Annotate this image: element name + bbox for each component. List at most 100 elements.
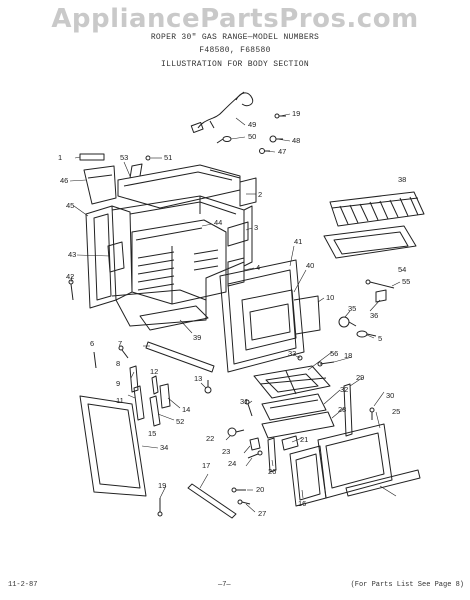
callout-12: 12 bbox=[150, 367, 158, 376]
part-45-oven-liner bbox=[131, 219, 227, 305]
callout-32: 32 bbox=[340, 385, 348, 394]
part-51-burner-box-top bbox=[117, 163, 241, 209]
callout-39: 39 bbox=[193, 333, 201, 342]
callout-29: 29 bbox=[356, 373, 364, 382]
part-27-kick-plate bbox=[345, 469, 421, 497]
footer-date: 11-2-87 bbox=[8, 581, 38, 589]
part-18-screw bbox=[244, 399, 253, 417]
callout-35: 35 bbox=[348, 304, 356, 313]
callout-54: 54 bbox=[398, 265, 406, 274]
part-36-knob bbox=[338, 316, 357, 328]
part-46-bracket bbox=[209, 169, 257, 207]
part-40-handle bbox=[293, 295, 321, 335]
part-50-orifice bbox=[216, 136, 232, 144]
part-10-bottom-panel bbox=[139, 305, 209, 331]
part-25-bracket bbox=[281, 435, 299, 451]
part-47-screw bbox=[259, 148, 270, 154]
callout-22: 22 bbox=[206, 434, 214, 443]
callout-15: 15 bbox=[148, 429, 156, 438]
callout-42: 42 bbox=[66, 272, 74, 281]
callout-27: 27 bbox=[258, 509, 266, 518]
part-48-fitting bbox=[269, 135, 283, 143]
callout-36: 36 bbox=[370, 311, 378, 320]
callout-10: 10 bbox=[326, 293, 334, 302]
callout-23: 23 bbox=[222, 447, 230, 456]
callout-30: 30 bbox=[386, 391, 394, 400]
callout-38: 38 bbox=[398, 175, 406, 184]
part-38-broiler-pan bbox=[323, 225, 417, 259]
part-24-arm bbox=[267, 437, 277, 473]
leader-lines bbox=[69, 113, 401, 513]
callout-55: 55 bbox=[402, 277, 410, 286]
part-33-broiler-burner bbox=[253, 365, 331, 399]
part-8-hinge-link bbox=[133, 385, 145, 421]
part-41-door-liner bbox=[241, 289, 297, 351]
body-cabinet bbox=[111, 195, 253, 327]
callout-53: 53 bbox=[120, 153, 128, 162]
part-23-screw bbox=[247, 450, 263, 459]
model-numbers: F48580, F68580 bbox=[199, 46, 271, 55]
part-13-bracket bbox=[159, 383, 171, 409]
callout-43: 43 bbox=[68, 250, 76, 259]
part-49-igniter-harness bbox=[190, 91, 254, 133]
callout-46: 46 bbox=[60, 176, 68, 185]
title-model: ROPER 30" GAS RANGE—MODEL NUMBERS bbox=[150, 33, 320, 42]
callout-48: 48 bbox=[292, 136, 300, 145]
part-26-drawer bbox=[289, 445, 327, 507]
callout-19: 19 bbox=[158, 481, 166, 490]
part-17-screw bbox=[157, 498, 163, 517]
callout-6: 6 bbox=[90, 339, 94, 348]
callout-13: 13 bbox=[194, 374, 202, 383]
part-35-valve bbox=[356, 330, 377, 338]
part-39-oven-rack bbox=[329, 191, 425, 227]
callout-34: 34 bbox=[160, 443, 168, 452]
part-31-burner bbox=[261, 393, 327, 421]
callout-4: 4 bbox=[256, 263, 260, 272]
callout-49: 49 bbox=[248, 120, 256, 129]
callout-3: 3 bbox=[254, 223, 258, 232]
callout-33: 33 bbox=[288, 349, 296, 358]
part-21-valve bbox=[227, 427, 245, 437]
callout-21: 21 bbox=[300, 435, 308, 444]
callout-41: 41 bbox=[294, 237, 302, 246]
callout-52: 52 bbox=[176, 417, 184, 426]
part-19-screw-top bbox=[145, 113, 286, 161]
part-4-screw bbox=[68, 279, 74, 301]
part-43-panel bbox=[227, 257, 245, 287]
callout-47: 47 bbox=[278, 147, 286, 156]
part-22-spring bbox=[249, 437, 261, 451]
part-44-vent bbox=[227, 221, 249, 247]
callout-24: 24 bbox=[228, 459, 236, 468]
part-56-clip bbox=[317, 361, 335, 367]
part-34-screw bbox=[297, 355, 303, 361]
callout-7: 7 bbox=[118, 339, 122, 348]
callout-45: 45 bbox=[66, 201, 74, 210]
part-29-screw bbox=[369, 407, 375, 420]
part-1-cover bbox=[83, 165, 117, 205]
callout-44: 44 bbox=[214, 218, 222, 227]
callout-17: 17 bbox=[202, 461, 210, 470]
callout-2: 2 bbox=[258, 190, 262, 199]
part-15-door-panel bbox=[79, 395, 147, 497]
callout-11: 11 bbox=[116, 396, 124, 405]
callout-14: 14 bbox=[182, 405, 190, 414]
part-20-screw bbox=[237, 499, 251, 505]
part-54-screw bbox=[365, 279, 395, 289]
footer-page-number: —7— bbox=[218, 581, 231, 589]
callout-31: 31 bbox=[240, 397, 248, 406]
callout-26: 26 bbox=[268, 467, 276, 476]
callout-51: 51 bbox=[164, 153, 172, 162]
part-42-door-frame bbox=[219, 259, 305, 373]
watermark: AppliancePartsPros.com bbox=[51, 4, 419, 34]
section-title: ILLUSTRATION FOR BODY SECTION bbox=[161, 60, 309, 69]
part-3-strip bbox=[107, 241, 125, 273]
part-14-hinge-arm bbox=[149, 395, 161, 427]
callout-5: 5 bbox=[378, 334, 382, 343]
callout-20: 20 bbox=[256, 485, 264, 494]
part-55-clip bbox=[375, 289, 387, 303]
part-6-screw bbox=[118, 345, 129, 359]
callout-9: 9 bbox=[116, 379, 120, 388]
